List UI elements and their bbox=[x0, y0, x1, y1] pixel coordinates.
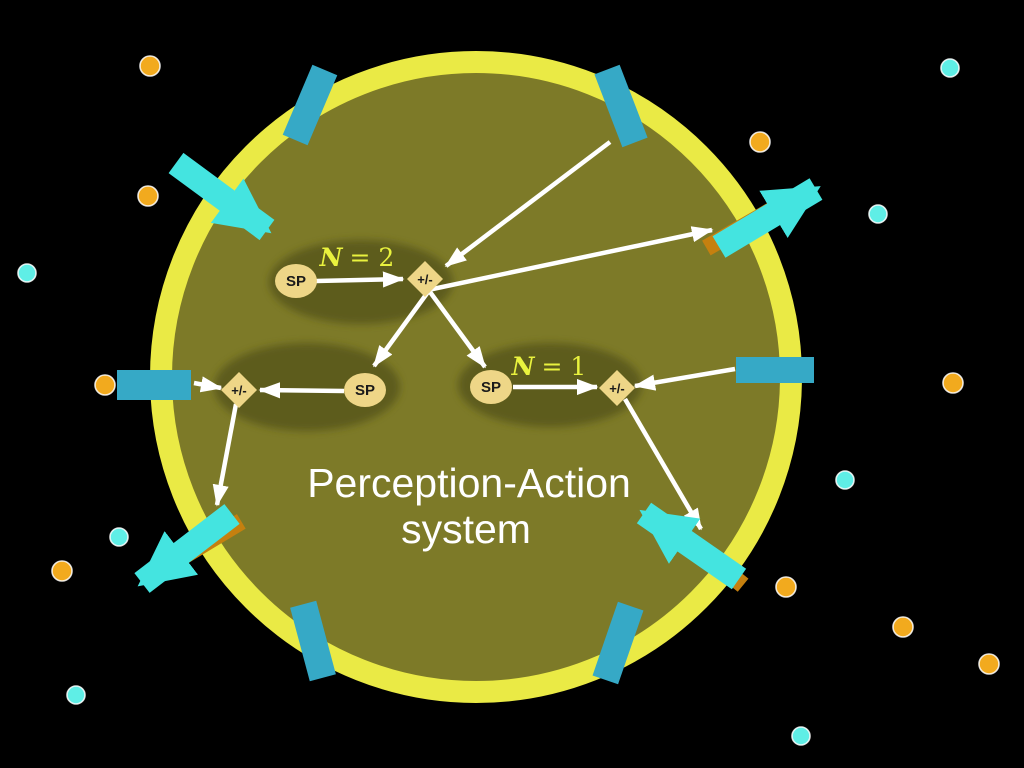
molecule-dot-orange bbox=[749, 131, 771, 153]
arrow-pm1-to-bottomright-transporter bbox=[623, 397, 703, 531]
sp-label-left: SP bbox=[355, 382, 375, 399]
pathway-n1: SP +/- N= 1 bbox=[470, 352, 635, 406]
efflux-arrow-top-right bbox=[712, 178, 823, 258]
channel-left bbox=[117, 370, 191, 400]
signal-arrows bbox=[193, 140, 736, 531]
sp-label-n2: SP bbox=[286, 273, 306, 290]
arrow-pmleft-to-bottomleft-transporter bbox=[212, 403, 239, 507]
molecule-dot-orange bbox=[137, 185, 159, 207]
plus-minus-label-left: +/- bbox=[231, 383, 247, 398]
channel-top-left bbox=[282, 64, 338, 146]
arrow-pm2-to-sp1 bbox=[428, 290, 487, 369]
sp-node-n1 bbox=[470, 370, 512, 404]
count-equation-n1: = 1 bbox=[542, 352, 587, 381]
count-symbol-n1: N bbox=[511, 352, 536, 381]
molecule-dot-cyan bbox=[17, 263, 37, 283]
arrow-pm2-to-exit-transporter bbox=[427, 226, 714, 293]
count-label-n1: N= 1 bbox=[511, 352, 587, 381]
channel-bottom-right bbox=[592, 601, 644, 685]
count-label-n2: N= 2 bbox=[319, 243, 395, 272]
molecule-dot-cyan bbox=[835, 470, 855, 490]
influx-arrow-top-left bbox=[168, 152, 275, 241]
pathway-left: SP +/- bbox=[221, 372, 386, 408]
compartment-left bbox=[214, 343, 400, 431]
molecule-dot-orange bbox=[942, 372, 964, 394]
diagram-title-line2: system bbox=[401, 506, 531, 552]
molecule-dot-cyan bbox=[66, 685, 86, 705]
count-equation-n2: = 2 bbox=[350, 243, 395, 272]
plus-minus-node-left bbox=[221, 372, 257, 408]
arrow-topchannel-to-pm2 bbox=[444, 140, 612, 268]
membrane-channels bbox=[117, 64, 814, 685]
arrow-spleft-to-pmleft bbox=[258, 382, 345, 399]
efflux-arrow-bottom-left bbox=[134, 504, 240, 593]
plus-minus-node-n1 bbox=[599, 370, 635, 406]
channel-right bbox=[736, 357, 814, 383]
channel-top-right bbox=[594, 64, 648, 148]
plus-minus-label-n1: +/- bbox=[609, 381, 625, 396]
arrow-rightchannel-to-pm1 bbox=[633, 366, 736, 391]
molecule-dot-orange bbox=[94, 374, 116, 396]
diagram-title-line1: Perception-Action bbox=[307, 460, 631, 506]
molecule-dot-orange bbox=[978, 653, 1000, 675]
sp-node-n2 bbox=[275, 264, 317, 298]
molecule-dot-orange bbox=[51, 560, 73, 582]
arrow-leftchannel-to-pmleft bbox=[193, 376, 223, 393]
molecule-dot-cyan bbox=[868, 204, 888, 224]
molecule-dot-cyan bbox=[940, 58, 960, 78]
plus-minus-label-n2: +/- bbox=[417, 272, 433, 287]
molecule-dot-orange bbox=[775, 576, 797, 598]
molecule-dot-orange bbox=[139, 55, 161, 77]
transport-arrows bbox=[134, 152, 823, 593]
sp-node-left bbox=[344, 373, 386, 407]
molecule-dot-cyan bbox=[791, 726, 811, 746]
molecule-dot-orange bbox=[892, 616, 914, 638]
pathway-n2: SP +/- N= 2 bbox=[275, 243, 443, 298]
molecule-dots bbox=[17, 55, 1000, 746]
arrow-pm2-to-spleft bbox=[372, 290, 430, 368]
channel-bottom-left bbox=[290, 600, 336, 682]
plus-minus-node-n2 bbox=[407, 261, 443, 297]
influx-arrow-bottom-right bbox=[636, 502, 747, 590]
arrow-sp2-to-pm2 bbox=[315, 271, 405, 288]
sp-label-n1: SP bbox=[481, 379, 501, 396]
count-symbol-n2: N bbox=[319, 243, 344, 272]
molecule-dot-cyan bbox=[109, 527, 129, 547]
